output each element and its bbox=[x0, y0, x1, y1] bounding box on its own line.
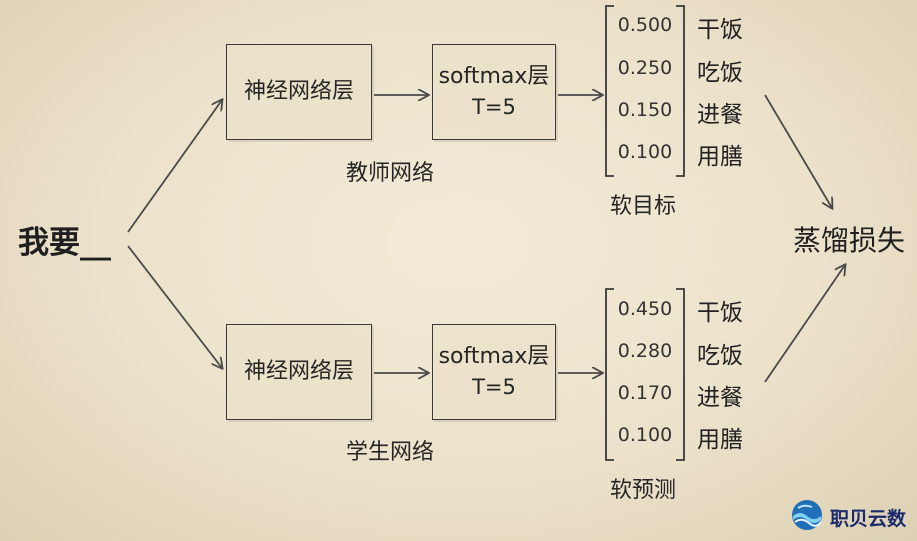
watermark: 职贝云数 bbox=[790, 498, 906, 536]
student-prob-3: 0.170 bbox=[617, 382, 673, 404]
arrow-input-to-student bbox=[127, 245, 222, 368]
teacher-vector-right-bracket bbox=[676, 5, 685, 177]
teacher-prob-4: 0.100 bbox=[617, 141, 673, 163]
teacher-vector-left-bracket bbox=[605, 5, 614, 177]
teacher-prob-2: 0.250 bbox=[617, 57, 673, 79]
watermark-text: 职贝云数 bbox=[830, 507, 907, 530]
student-prob-2: 0.280 bbox=[617, 340, 673, 362]
teacher-softmax-label: softmax层 bbox=[438, 64, 550, 89]
student-softmax-label: softmax层 bbox=[438, 344, 550, 369]
soft-prediction-label: 软预测 bbox=[610, 478, 677, 503]
student-temperature-label: T=5 bbox=[472, 375, 516, 399]
teacher-neural-layer-label: 神经网络层 bbox=[243, 79, 354, 104]
teacher-neural-layer-box: 神经网络层 bbox=[226, 44, 372, 140]
teacher-softmax-box: softmax层 T=5 bbox=[432, 44, 556, 140]
student-neural-layer-box: 神经网络层 bbox=[226, 324, 372, 420]
student-network-label: 学生网络 bbox=[346, 440, 435, 465]
input-text: 我要__ bbox=[18, 225, 111, 261]
teacher-network-label: 教师网络 bbox=[346, 161, 435, 186]
student-prob-4: 0.100 bbox=[617, 424, 673, 446]
teacher-prob-1: 0.500 bbox=[617, 14, 673, 36]
student-softmax-box: softmax层 T=5 bbox=[432, 324, 556, 420]
teacher-word-3: 进餐 bbox=[697, 102, 743, 128]
student-vector-right-bracket bbox=[676, 288, 685, 461]
teacher-word-1: 干饭 bbox=[697, 17, 743, 43]
student-word-2: 吃饭 bbox=[697, 343, 743, 369]
distillation-loss-label: 蒸馏损失 bbox=[793, 224, 906, 257]
arrow-targets-to-loss bbox=[764, 94, 832, 208]
student-vector-left-bracket bbox=[605, 288, 614, 461]
student-prob-1: 0.450 bbox=[617, 298, 673, 320]
teacher-word-2: 吃饭 bbox=[697, 60, 743, 86]
arrow-input-to-teacher bbox=[127, 100, 222, 233]
student-word-3: 进餐 bbox=[697, 385, 743, 411]
soft-target-label: 软目标 bbox=[610, 194, 677, 219]
student-word-1: 干饭 bbox=[697, 300, 743, 326]
wave-globe-icon bbox=[790, 498, 824, 536]
student-neural-layer-label: 神经网络层 bbox=[243, 359, 354, 384]
teacher-prob-3: 0.150 bbox=[617, 99, 673, 121]
teacher-word-4: 用膳 bbox=[697, 144, 743, 170]
arrow-predictions-to-loss bbox=[764, 265, 845, 383]
teacher-temperature-label: T=5 bbox=[472, 95, 516, 119]
student-word-4: 用膳 bbox=[697, 427, 743, 453]
